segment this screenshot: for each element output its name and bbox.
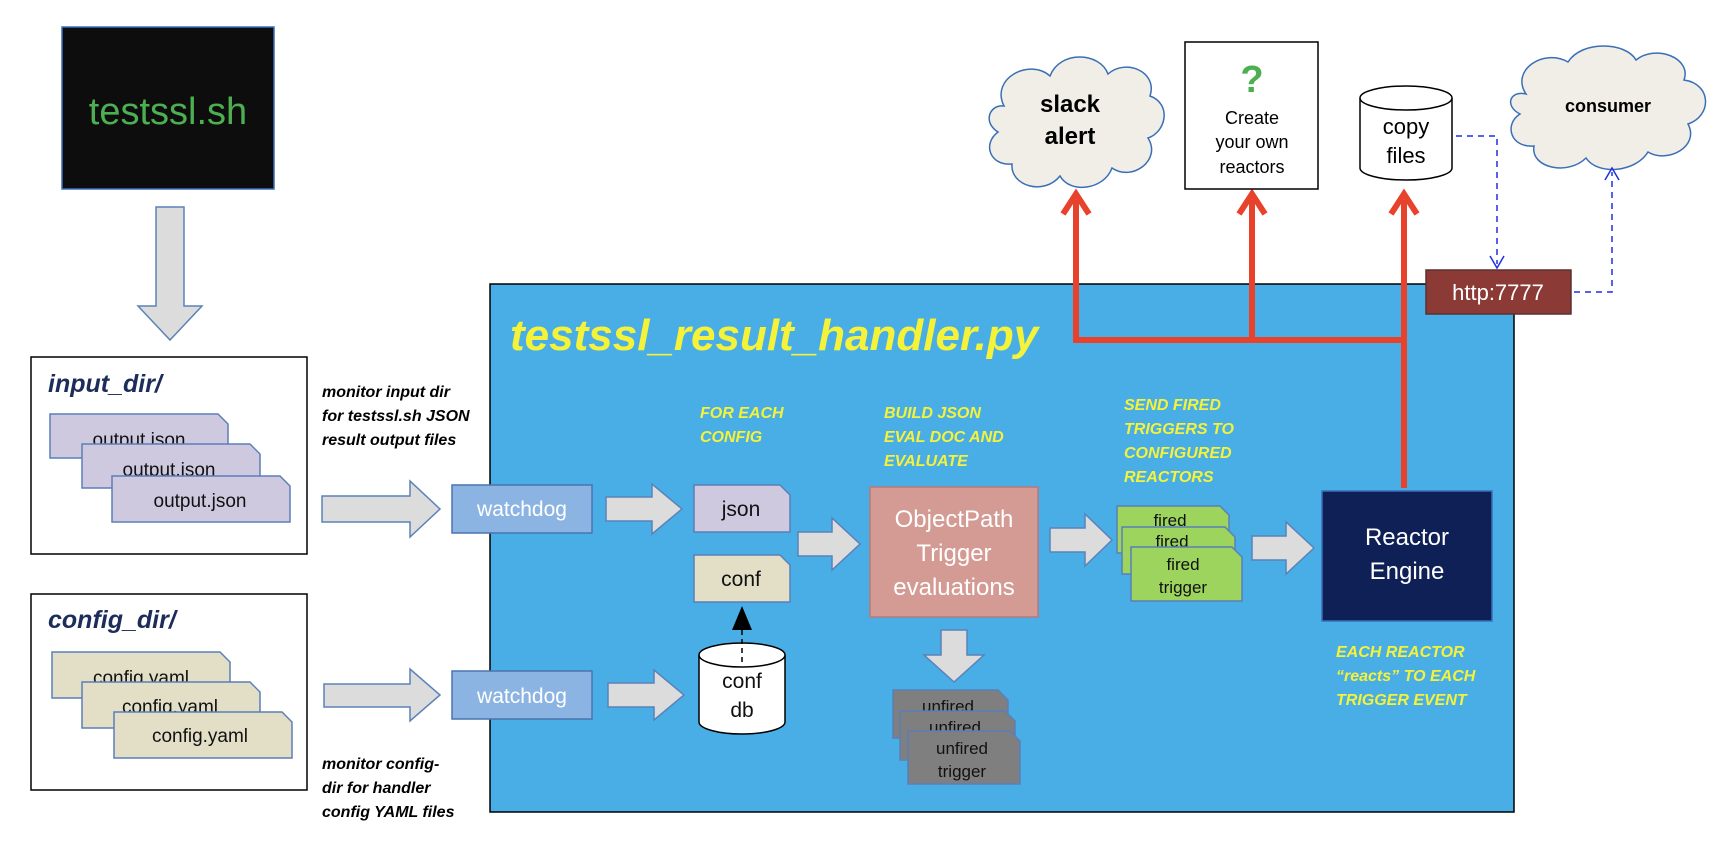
input-file-3: output.json [111, 475, 291, 523]
config-dir-box: config_dir/ config.yaml config.yaml conf… [30, 593, 308, 791]
build-json-line-1: BUILD JSON [884, 405, 981, 422]
slack-arrowhead-icon [1060, 188, 1092, 216]
objectpath-line-3: evaluations [893, 574, 1014, 601]
each-reactor-line-1: EACH REACTOR [1336, 644, 1465, 661]
config-dir-title: config_dir/ [48, 606, 179, 634]
send-fired-line-1: SEND FIRED [1124, 397, 1221, 414]
copy-arrowhead-icon [1388, 188, 1420, 216]
conf-db-cylinder: conf db [698, 642, 786, 735]
custom-line-1: Create [1225, 108, 1279, 128]
reactor-engine-line-2: Engine [1370, 558, 1445, 585]
monitor-config-note: monitor config- dir for handler config Y… [322, 756, 455, 821]
monitor-input-note: monitor input dir for testssl.sh JSON re… [322, 384, 470, 449]
testssl-source-box: testssl.sh [61, 26, 275, 190]
json-doc: json [693, 484, 791, 533]
input-dir-title: input_dir/ [48, 370, 165, 398]
each-reactor-line-3: TRIGGER EVENT [1336, 692, 1468, 709]
json-to-objectpath-arrow-icon [797, 516, 862, 572]
build-json-label: BUILD JSON EVAL DOC AND EVALUATE [884, 405, 1004, 470]
conf-db-line-1: conf [722, 670, 762, 693]
monitor-config-line-1: monitor config- [322, 756, 439, 773]
copy-files-cylinder: copy files [1359, 85, 1453, 181]
each-reactor-line-2: “reacts” TO EACH [1336, 668, 1476, 685]
down-arrow-icon [136, 206, 204, 342]
fired-trigger-line-2: trigger [1159, 578, 1208, 597]
watchdog-to-json-arrow-icon [605, 482, 684, 536]
reactor-output-arrows [1073, 200, 1407, 488]
unfired-trigger-line-1: unfired [936, 739, 988, 758]
objectpath-box: ObjectPath Trigger evaluations [869, 486, 1039, 618]
unfired-trigger-stack: unfired unfired unfired trigger [892, 689, 1021, 785]
slack-alert-cloud: slack alert [988, 56, 1165, 189]
input-dir-box: input_dir/ output.json output.json outpu… [30, 356, 308, 555]
input-file-3-label: output.json [154, 491, 247, 512]
config-flow-arrow-icon [323, 667, 442, 723]
custom-arrowhead-icon [1236, 188, 1268, 216]
watchdog-to-confdb-arrow-icon [607, 668, 686, 722]
send-fired-line-4: REACTORS [1124, 469, 1214, 486]
http-to-consumer-arrowhead-icon [1604, 166, 1620, 181]
http-to-consumer-line [1574, 172, 1613, 293]
custom-reactor-box: ? Create your own reactors [1184, 41, 1319, 190]
handler-title: testssl_result_handler.py [510, 311, 1041, 360]
confdb-to-conf-arrowhead-icon [732, 606, 752, 630]
for-each-line-2: CONFIG [700, 429, 762, 446]
slack-line-1: slack [1040, 91, 1101, 118]
for-each-config-label: FOR EACH CONFIG [700, 405, 784, 446]
copy-line-2: files [1386, 143, 1425, 168]
consumer-label: consumer [1565, 96, 1651, 116]
each-reactor-label: EACH REACTOR “reacts” TO EACH TRIGGER EV… [1336, 644, 1476, 709]
reactor-to-slack-line [1073, 200, 1404, 343]
slack-line-2: alert [1045, 123, 1096, 150]
send-fired-label: SEND FIRED TRIGGERS TO CONFIGURED REACTO… [1124, 397, 1234, 486]
fired-trigger-line-1: fired [1166, 555, 1199, 574]
http-endpoint-label: http:7777 [1452, 280, 1544, 305]
monitor-config-line-3: config YAML files [322, 804, 455, 821]
input-flow-arrow-icon [321, 479, 442, 539]
config-file-3: config.yaml [113, 711, 293, 759]
for-each-line-1: FOR EACH [700, 405, 784, 422]
monitor-input-line-2: for testssl.sh JSON [322, 408, 470, 425]
testssl-label: testssl.sh [89, 91, 247, 133]
watchdog-input: watchdog [451, 484, 593, 534]
custom-line-2: your own [1215, 132, 1288, 152]
conf-db-line-2: db [730, 699, 753, 722]
http-endpoint-box: http:7777 [1425, 269, 1572, 315]
monitor-input-line-3: result output files [322, 432, 456, 449]
conf-doc: conf [693, 554, 791, 603]
objectpath-to-fired-arrow-icon [1049, 512, 1114, 568]
watchdog-config: watchdog [451, 670, 593, 720]
unfired-trigger-line-2: trigger [938, 762, 987, 781]
build-json-line-3: EVALUATE [884, 453, 969, 470]
objectpath-line-2: Trigger [916, 540, 991, 567]
fired-stack-1: fired [1153, 511, 1186, 530]
fired-to-reactor-arrow-icon [1251, 520, 1316, 576]
question-mark-icon: ? [1240, 59, 1263, 101]
json-doc-label: json [721, 498, 761, 521]
build-json-line-2: EVAL DOC AND [884, 429, 1004, 446]
reactor-engine-line-1: Reactor [1365, 524, 1449, 551]
send-fired-line-2: TRIGGERS TO [1124, 421, 1234, 438]
copy-line-1: copy [1383, 114, 1429, 139]
copy-to-http-line [1456, 135, 1498, 264]
copy-to-http-arrowhead-icon [1489, 255, 1505, 270]
blue-dashed-connectors [1456, 135, 1613, 293]
conf-doc-label: conf [721, 568, 761, 591]
watchdog-config-label: watchdog [476, 685, 567, 708]
config-file-3-label: config.yaml [152, 726, 248, 747]
objectpath-line-1: ObjectPath [895, 506, 1014, 533]
consumer-cloud: consumer [1509, 45, 1707, 171]
monitor-input-line-1: monitor input dir [322, 384, 451, 401]
objectpath-to-unfired-arrow-icon [922, 629, 986, 684]
fired-trigger-stack: fired fired fired trigger [1116, 505, 1243, 602]
monitor-config-line-2: dir for handler [322, 780, 431, 797]
reactor-engine-box: Reactor Engine [1321, 490, 1493, 622]
custom-line-3: reactors [1219, 157, 1284, 177]
send-fired-line-3: CONFIGURED [1124, 445, 1232, 462]
watchdog-input-label: watchdog [476, 498, 567, 521]
